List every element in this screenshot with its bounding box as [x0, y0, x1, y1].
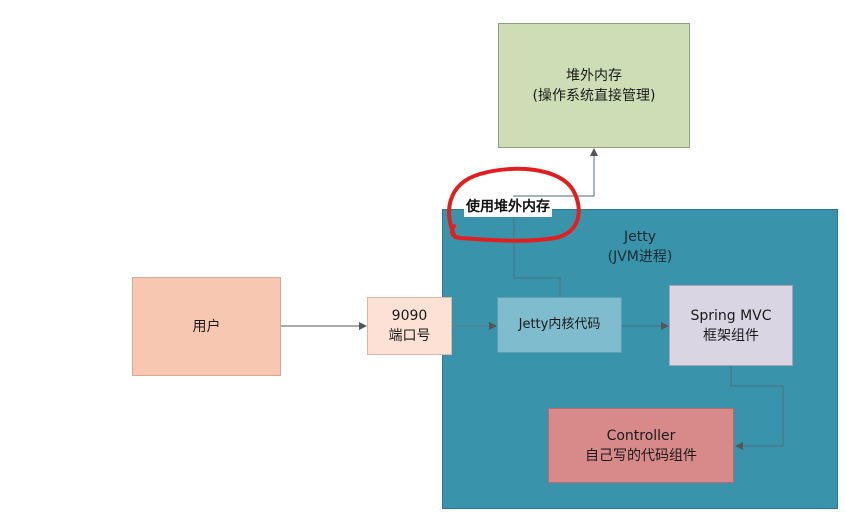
- spring-line2: 框架组件: [703, 327, 759, 344]
- spring-line1: Spring MVC: [690, 307, 772, 324]
- controller-box: Controller 自己写的代码组件: [548, 408, 734, 483]
- offheap-line1: 堆外内存: [566, 67, 622, 84]
- jetty-title-line1: Jetty: [623, 229, 656, 245]
- jetty-core-box: Jetty内核代码: [497, 297, 622, 353]
- jetty-core-label: Jetty内核代码: [518, 317, 601, 332]
- user-label: 用户: [192, 318, 221, 335]
- port-box: 9090 端口号: [367, 297, 452, 355]
- offheap-line2: (操作系统直接管理): [532, 87, 656, 104]
- annotation-circle: [447, 166, 581, 243]
- controller-line2: 自己写的代码组件: [585, 447, 697, 464]
- jetty-container-title: Jetty (JVM进程): [592, 227, 688, 267]
- edge-label-use-offheap: 使用堆外内存: [464, 197, 552, 217]
- edge-spring-to-controller: [730, 366, 784, 450]
- port-line1: 9090: [391, 308, 428, 324]
- edge-jetty-core-to-offheap: [513, 148, 598, 297]
- offheap-memory-box: 堆外内存 (操作系统直接管理): [498, 23, 690, 148]
- user-box: 用户: [132, 277, 281, 376]
- port-line2: 端口号: [388, 328, 431, 344]
- spring-mvc-box: Spring MVC 框架组件: [669, 285, 793, 366]
- jetty-title-line2: (JVM进程): [607, 249, 673, 265]
- controller-line1: Controller: [606, 427, 676, 444]
